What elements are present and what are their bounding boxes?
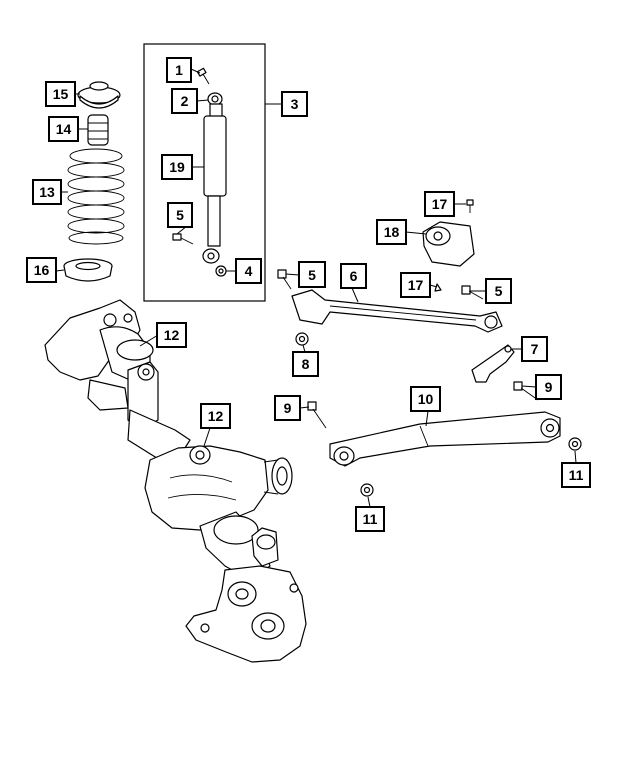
callout-7-label: 7 — [531, 341, 539, 357]
part-bolt-5-arm-left — [277, 269, 292, 290]
callout-14-label: 14 — [56, 121, 72, 137]
part-screw-17-top — [466, 199, 474, 213]
part-lower-control-arm-10 — [329, 411, 561, 467]
callout-10-label: 10 — [418, 391, 434, 407]
callout-5-arm-left: 5 — [298, 261, 326, 288]
callout-2-label: 2 — [181, 93, 189, 109]
part-shock-absorber-19 — [202, 103, 227, 264]
part-bolt-9-left — [307, 401, 327, 429]
part-coil-spring-13 — [67, 148, 125, 245]
part-nut-11-left — [360, 483, 374, 497]
callout-3: 3 — [281, 91, 308, 117]
callout-12-upper: 12 — [156, 322, 187, 348]
callout-17a-label: 17 — [432, 196, 448, 212]
part-nut-11-right — [568, 437, 582, 451]
callout-7: 7 — [521, 336, 548, 362]
part-lower-isolator-16 — [63, 258, 113, 282]
callout-16-label: 16 — [34, 262, 50, 278]
callout-9b-label: 9 — [545, 379, 553, 395]
part-bracket-18 — [422, 221, 475, 267]
part-jounce-bumper-14 — [87, 114, 109, 146]
callout-11-left: 11 — [355, 506, 385, 532]
callout-17b-label: 17 — [408, 277, 424, 293]
callout-18-label: 18 — [384, 224, 400, 240]
callout-17-mid: 17 — [400, 272, 431, 298]
callout-13-label: 13 — [39, 184, 55, 200]
shock-group-frame — [143, 43, 266, 302]
callout-9-right: 9 — [535, 374, 562, 400]
callout-11-right: 11 — [561, 462, 591, 488]
callout-5b-label: 5 — [308, 267, 316, 283]
callout-11a-label: 11 — [363, 511, 378, 527]
callout-13: 13 — [32, 179, 62, 205]
callout-4: 4 — [235, 258, 262, 284]
callout-10: 10 — [410, 386, 441, 412]
part-bolt-1 — [196, 67, 210, 85]
callout-5-shock: 5 — [167, 202, 193, 228]
callout-15-label: 15 — [53, 86, 69, 102]
callout-6: 6 — [340, 263, 367, 289]
callout-12-lower: 12 — [200, 403, 231, 429]
callout-8: 8 — [292, 351, 319, 377]
callout-8-label: 8 — [302, 356, 310, 372]
part-upper-control-arm-6 — [291, 289, 503, 333]
callout-1: 1 — [166, 57, 192, 83]
callout-15: 15 — [45, 81, 76, 107]
part-axle-assembly-12 — [44, 299, 307, 663]
part-nut-8 — [295, 332, 309, 346]
part-bolt-5-shock — [172, 233, 194, 245]
part-bracket-7 — [471, 344, 515, 383]
callout-1-label: 1 — [175, 62, 183, 78]
part-screw-17-mid — [434, 283, 442, 292]
callout-19-label: 19 — [169, 159, 185, 175]
callout-19: 19 — [161, 154, 193, 180]
callout-5-arm-right: 5 — [485, 278, 512, 304]
part-nut-4 — [215, 265, 227, 277]
part-bushing-2 — [207, 92, 223, 106]
callout-16: 16 — [26, 257, 57, 283]
callout-12b-label: 12 — [208, 408, 224, 424]
callout-9a-label: 9 — [284, 400, 292, 416]
callout-17-top: 17 — [424, 191, 455, 217]
callout-3-label: 3 — [291, 96, 299, 112]
part-bolt-5-arm-right — [461, 285, 484, 300]
callout-9-left: 9 — [274, 395, 301, 421]
callout-11b-label: 11 — [569, 467, 584, 483]
callout-2: 2 — [171, 88, 198, 114]
callout-6-label: 6 — [350, 268, 358, 284]
part-upper-isolator-15 — [77, 81, 121, 109]
callout-14: 14 — [48, 116, 79, 142]
callout-5a-label: 5 — [176, 207, 184, 223]
callout-12a-label: 12 — [164, 327, 180, 343]
callout-4-label: 4 — [245, 263, 253, 279]
callout-5c-label: 5 — [495, 283, 503, 299]
callout-18: 18 — [376, 219, 407, 245]
part-bolt-9-right — [513, 381, 539, 401]
